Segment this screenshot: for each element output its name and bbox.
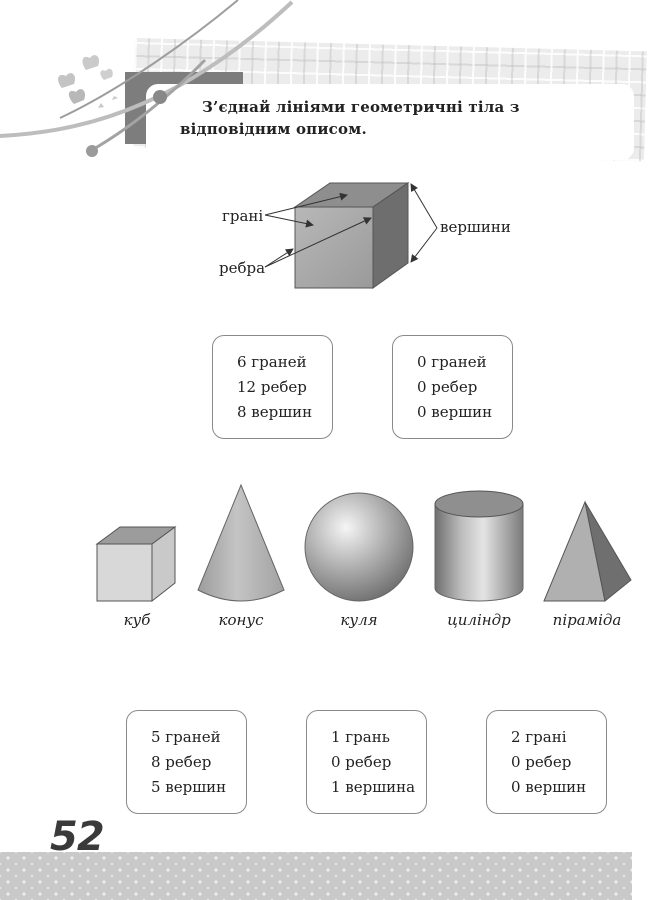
vertices-count: 0 вершин — [417, 403, 493, 421]
vertices-label: вершини — [440, 218, 511, 236]
faces-count: 0 граней — [417, 353, 487, 371]
heart-icon — [82, 55, 100, 70]
solid-label-pyramid: піраміда — [552, 611, 622, 629]
page-number: 52 — [50, 814, 105, 860]
sphere-icon — [304, 492, 414, 602]
edges-count: 0 ребер — [417, 378, 478, 396]
description-box: 2 грані 0 ребер 0 вершин — [486, 710, 607, 814]
faces-count: 5 граней — [151, 728, 221, 746]
footer-band — [0, 852, 632, 900]
edges-count: 12 ребер — [237, 378, 307, 396]
vertices-count: 1 вершина — [331, 778, 416, 796]
branch-decoration — [0, 0, 294, 157]
solid-label-cone: конус — [218, 611, 264, 629]
cylinder-icon — [434, 490, 524, 602]
solid-label-cylinder: циліндр — [447, 611, 511, 629]
faces-label: грані — [222, 207, 264, 225]
heart-icon — [100, 68, 113, 80]
cone-icon — [197, 483, 285, 602]
vertices-count: 0 вершин — [511, 778, 587, 796]
description-box: 6 граней 12 ребер 8 вершин — [212, 335, 333, 439]
description-box: 1 грань 0 ребер 1 вершина — [306, 710, 427, 814]
edges-label: ребра — [219, 259, 266, 277]
edges-count: 8 ребер — [151, 753, 212, 771]
solids-row — [95, 483, 632, 603]
vertices-count: 5 вершин — [151, 778, 227, 796]
faces-count: 1 грань — [331, 728, 390, 746]
heart-icon — [58, 73, 76, 88]
edges-count: 0 ребер — [511, 753, 572, 771]
description-box: 5 граней 8 ребер 5 вершин — [126, 710, 247, 814]
faces-count: 2 грані — [511, 728, 567, 746]
vertices-count: 8 вершин — [237, 403, 313, 421]
solid-label-sphere: куля — [340, 611, 378, 629]
labeled-cube-diagram — [264, 182, 438, 289]
heart-icon — [68, 89, 86, 104]
faces-count: 6 граней — [237, 353, 307, 371]
edges-count: 0 ребер — [331, 753, 392, 771]
instruction-text: З’єднай лініями геометричні тіла з відпо… — [180, 98, 520, 138]
solid-label-cube: куб — [123, 611, 151, 629]
pyramid-icon — [543, 500, 632, 602]
instruction-card — [146, 84, 634, 160]
cube-icon — [95, 526, 177, 603]
description-box: 0 граней 0 ребер 0 вершин — [392, 335, 513, 439]
